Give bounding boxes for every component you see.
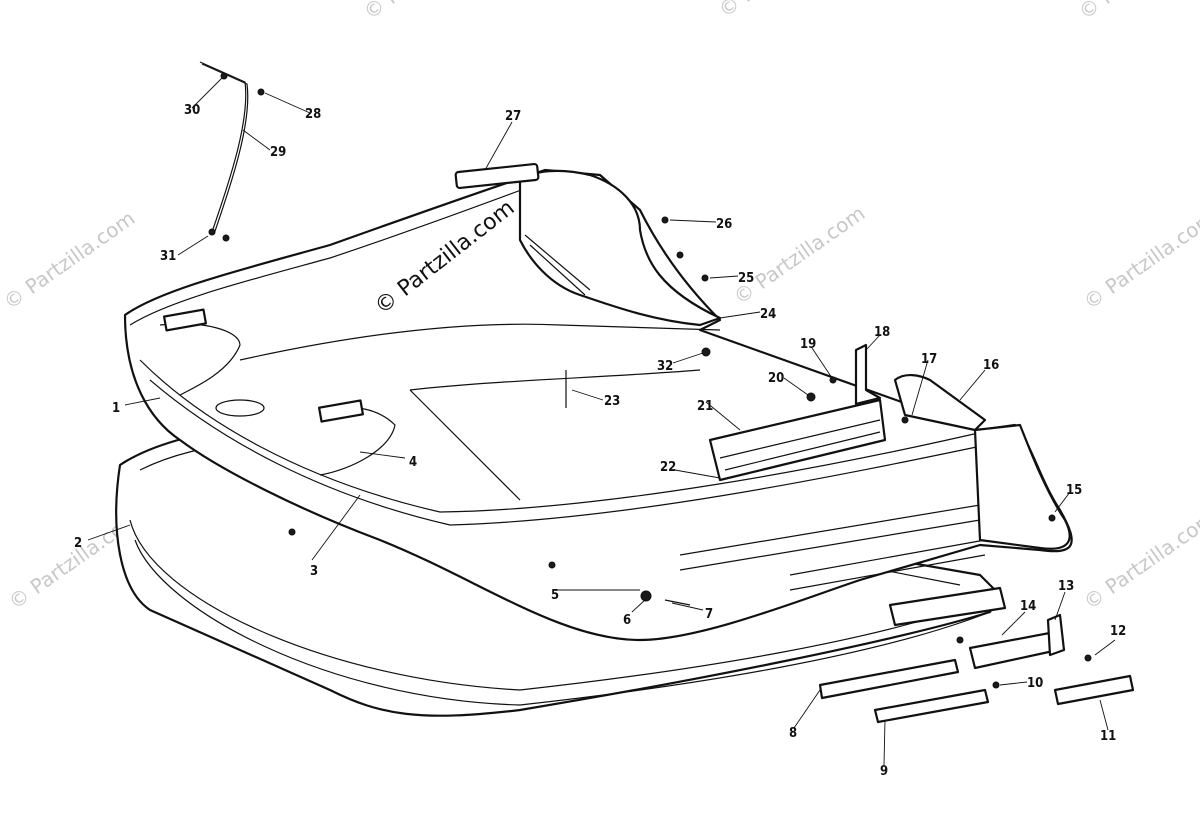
callout-19: 19 <box>800 337 816 352</box>
fastener <box>208 228 216 236</box>
callout-21: 21 <box>697 399 713 414</box>
fastener <box>901 416 909 424</box>
callout-23: 23 <box>604 394 620 409</box>
callout-1: 1 <box>112 401 120 416</box>
dash-panel <box>518 169 722 327</box>
fastener <box>992 681 1000 689</box>
callout-7: 7 <box>705 607 713 622</box>
callout-30: 30 <box>184 103 200 118</box>
callout-15: 15 <box>1066 483 1082 498</box>
callout-27: 27 <box>505 109 521 124</box>
fastener <box>288 528 296 536</box>
cable-part <box>199 61 249 235</box>
fastener <box>222 234 230 242</box>
watermark-tile: © Partzilla.com <box>1074 0 1200 24</box>
fastener <box>701 347 711 357</box>
callout-32: 32 <box>657 359 673 374</box>
watermark-tile: © Partzilla.com <box>0 206 139 314</box>
callout-31: 31 <box>160 249 176 264</box>
callout-26: 26 <box>716 217 732 232</box>
fastener <box>1084 654 1092 662</box>
vent-slots <box>679 504 986 591</box>
fastener <box>548 561 556 569</box>
callout-4: 4 <box>409 455 417 470</box>
watermark-tile: © Partzilla.com <box>1079 506 1200 614</box>
callout-13: 13 <box>1058 579 1074 594</box>
callout-17: 17 <box>921 352 937 367</box>
fastener <box>829 376 837 384</box>
callout-18: 18 <box>874 325 890 340</box>
watermark-tile: © Partzilla.com <box>729 201 869 309</box>
callout-28: 28 <box>305 107 321 122</box>
callout-29: 29 <box>270 145 286 160</box>
callout-25: 25 <box>738 271 754 286</box>
fastener <box>676 251 684 259</box>
fastener <box>806 392 816 402</box>
callout-6: 6 <box>623 613 631 628</box>
watermark-tile: © Partzilla.com <box>1079 206 1200 314</box>
trim-strips <box>818 586 1135 724</box>
fastener <box>220 72 228 80</box>
callout-20: 20 <box>768 371 784 386</box>
leader-lines <box>87 77 1116 766</box>
belly-pan <box>123 168 1073 642</box>
callout-16: 16 <box>983 358 999 373</box>
side-panel <box>893 374 987 432</box>
callout-10: 10 <box>1027 676 1043 691</box>
callout-9: 9 <box>880 764 888 779</box>
fastener <box>640 590 652 602</box>
callout-24: 24 <box>760 307 776 322</box>
grab-handle <box>454 162 540 190</box>
fasteners <box>208 72 1092 689</box>
latch-part <box>854 343 882 406</box>
watermark-tile: © Partzilla.com <box>714 0 854 22</box>
hinge-bracket <box>708 398 887 482</box>
callout-8: 8 <box>789 726 797 741</box>
fastener <box>257 88 265 96</box>
callout-labels: 1 2 3 4 5 6 7 8 9 10 11 12 13 14 15 16 1… <box>74 103 1126 779</box>
fastener <box>956 636 964 644</box>
fastener <box>701 274 709 282</box>
callout-12: 12 <box>1110 624 1126 639</box>
callout-5: 5 <box>551 588 559 603</box>
callout-3: 3 <box>310 564 318 579</box>
fastener <box>1048 514 1056 522</box>
callout-11: 11 <box>1100 729 1116 744</box>
watermark-tile: © Partzilla.com <box>359 0 499 24</box>
callout-14: 14 <box>1020 599 1036 614</box>
callout-2: 2 <box>74 536 82 551</box>
callout-22: 22 <box>660 460 676 475</box>
fastener <box>661 216 669 224</box>
